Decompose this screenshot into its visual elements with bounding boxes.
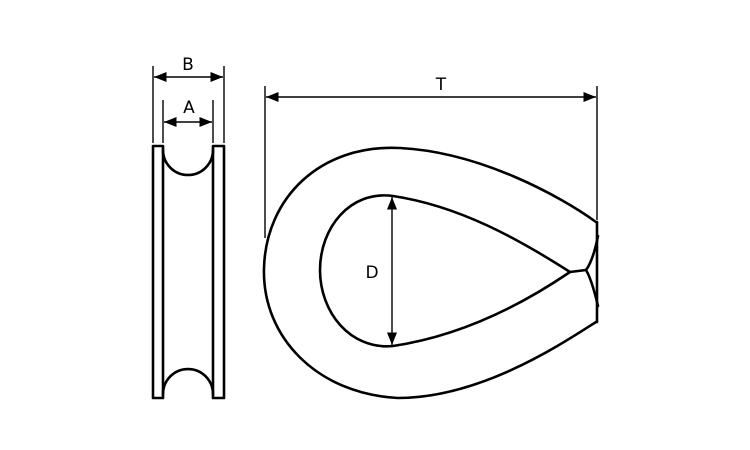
side-view: B A <box>151 55 226 400</box>
dimension-b-label: B <box>182 55 194 75</box>
thimble-tip-upper-edge <box>568 234 600 274</box>
dimension-a-label: A <box>183 98 195 118</box>
thimble-inner-contour <box>318 194 572 348</box>
dimension-t-label: T <box>435 75 447 95</box>
front-view: T D <box>262 75 600 400</box>
side-view-outline <box>151 144 226 400</box>
thimble-outer-contour <box>262 146 598 400</box>
dimension-d-label: D <box>365 263 378 283</box>
